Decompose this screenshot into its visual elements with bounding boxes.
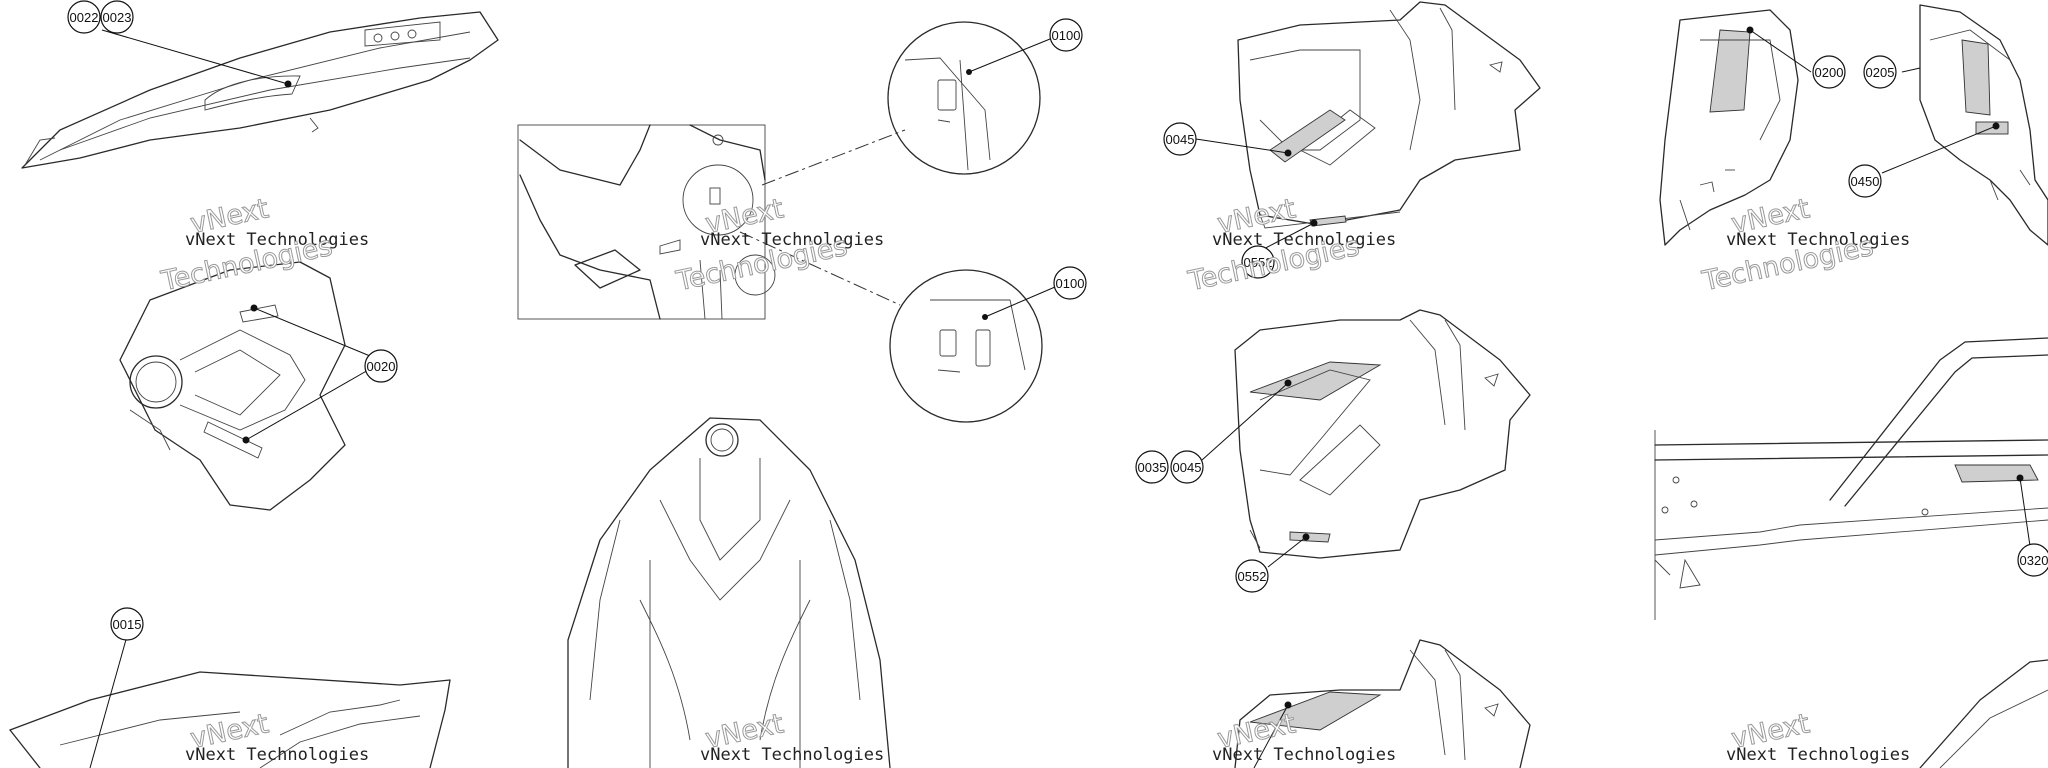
- callout-label: 0100: [1056, 276, 1085, 291]
- callout-0100-upper[interactable]: 0100: [1049, 18, 1083, 52]
- watermark-line1: vNext Technologies: [700, 745, 884, 765]
- callout-label: 0045: [1173, 460, 1202, 475]
- callout-label: 0552: [1244, 255, 1273, 270]
- callout-0552-lower[interactable]: 0552: [1235, 559, 1269, 593]
- watermark-1: vNext vNext Technologies Technologies: [158, 193, 370, 298]
- watermark-line1: vNext Technologies: [1726, 230, 1910, 250]
- watermark-line1: vNext Technologies: [700, 230, 884, 250]
- callout-label: 0205: [1866, 65, 1895, 80]
- gauge-panel-drawing: [119, 261, 346, 511]
- leader-lines: [89, 26, 2031, 768]
- callout-0205[interactable]: 0205: [1863, 55, 1897, 89]
- watermark-4: vNext vNext Technologies Technologies: [1699, 193, 1911, 298]
- watermark-2: vNext vNext Technologies Technologies: [673, 193, 885, 298]
- callout-label: 0450: [1851, 174, 1880, 189]
- callout-label: 0045: [1166, 132, 1195, 147]
- callout-label: 0022: [70, 10, 99, 25]
- callout-0100-lower[interactable]: 0100: [1053, 266, 1087, 300]
- side-panel-lower-drawing: [1234, 639, 1531, 768]
- callout-0320[interactable]: 0320: [2017, 543, 2048, 577]
- side-panel-upper-drawing: [1237, 1, 1541, 229]
- callout-0035[interactable]: 0035: [1135, 450, 1169, 484]
- callout-0200[interactable]: 0200: [1812, 55, 1846, 89]
- bottom-right-fragment-drawing: [1919, 659, 2048, 768]
- watermark-line1: vNext Technologies: [1212, 745, 1396, 765]
- callout-label: 0320: [2020, 553, 2048, 568]
- side-panel-left-drawing: [9, 671, 451, 768]
- callout-0015[interactable]: 0015: [110, 607, 144, 641]
- watermark-line1: vNext Technologies: [185, 230, 369, 250]
- watermark-5: vNext vNext Technologies: [185, 708, 369, 765]
- watermark-line1: vNext Technologies: [1726, 745, 1910, 765]
- callout-label: 0552: [1238, 569, 1267, 584]
- callout-0022[interactable]: 0022: [67, 0, 101, 34]
- side-panel-middle-drawing: [1234, 309, 1531, 559]
- watermark-3: vNext vNext Technologies Technologies: [1185, 193, 1397, 298]
- watermark-8: vNext vNext Technologies: [1726, 708, 1910, 765]
- callout-label: 0035: [1138, 460, 1167, 475]
- hood-top-drawing: [21, 11, 499, 169]
- callout-label: 0200: [1815, 65, 1844, 80]
- watermark-line1: vNext Technologies: [185, 745, 369, 765]
- callout-0045-upper[interactable]: 0045: [1163, 122, 1197, 156]
- callout-0020[interactable]: 0020: [364, 349, 398, 383]
- detail-view-drawing: [517, 21, 1043, 423]
- callout-0552-upper[interactable]: 0552: [1241, 245, 1275, 279]
- callout-label: 0023: [103, 10, 132, 25]
- callout-0023[interactable]: 0023: [100, 0, 134, 34]
- console-top-view-drawing: [567, 417, 891, 768]
- callout-0450[interactable]: 0450: [1848, 164, 1882, 198]
- rear-panels-drawing: [1659, 4, 2048, 246]
- callout-0045-lower[interactable]: 0045: [1170, 450, 1204, 484]
- watermark-line1: vNext Technologies: [1212, 230, 1396, 250]
- callout-label: 0015: [113, 617, 142, 632]
- watermark-6: vNext vNext Technologies: [700, 708, 884, 765]
- callout-label: 0100: [1052, 28, 1081, 43]
- frame-drawing: [1654, 337, 2048, 620]
- callout-label: 0020: [367, 359, 396, 374]
